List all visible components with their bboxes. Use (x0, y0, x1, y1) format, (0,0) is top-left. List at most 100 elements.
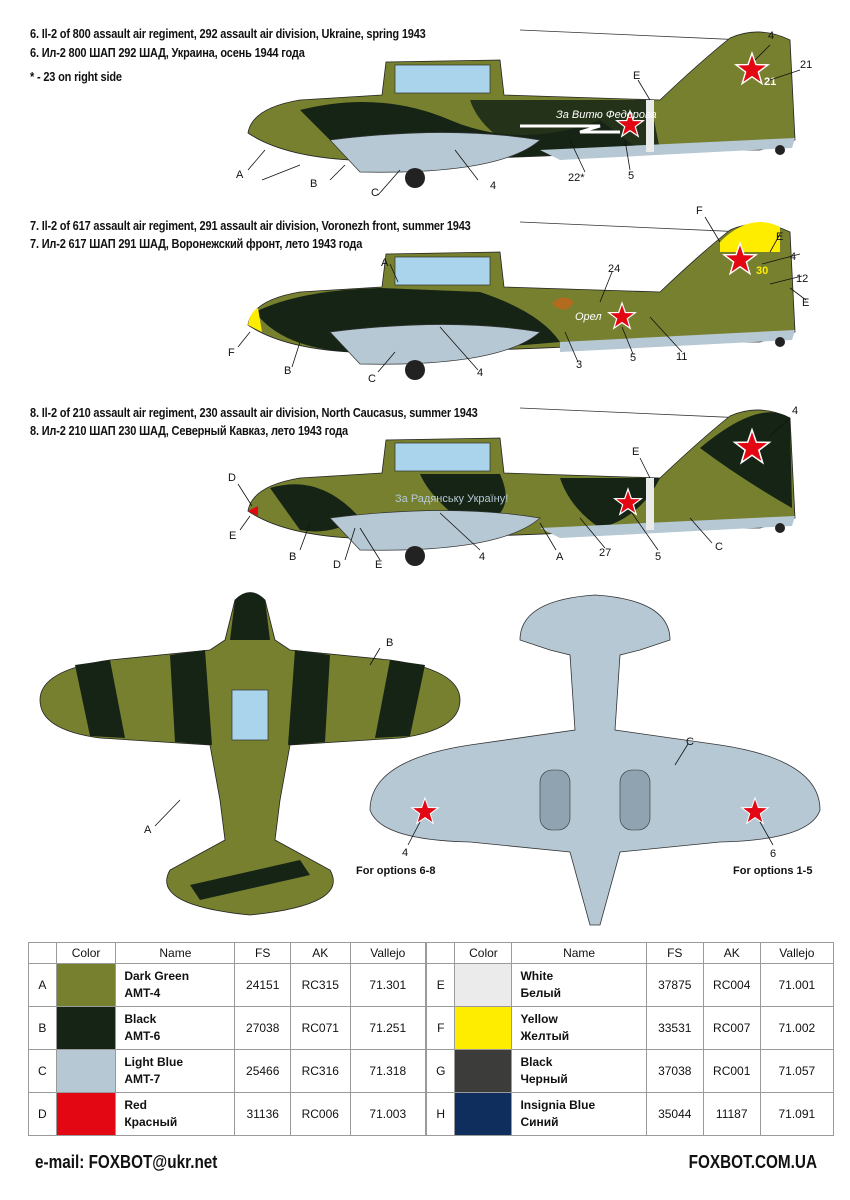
plan-view-bottom: C 4 6 For options 6-8 For options 1-5 (356, 594, 821, 926)
callout: 4 (790, 251, 796, 263)
color-name-en: Black (520, 1055, 553, 1069)
th-ak: AK (290, 942, 351, 964)
color-name-alt: Белый (520, 986, 561, 1000)
ak-code: RC001 (702, 1049, 761, 1093)
callout: 5 (655, 551, 661, 563)
callout: 5 (628, 170, 634, 182)
callout: C (368, 373, 376, 385)
profile-6-title-ru: 6. Ил-2 800 ШАП 292 ШАД, Украина, осень … (30, 46, 305, 60)
color-name-en: Yellow (520, 1012, 558, 1026)
callout: 22* (568, 172, 585, 184)
callout: E (229, 530, 236, 542)
th-color: Color (454, 942, 513, 964)
color-swatch (454, 963, 513, 1007)
th-color: Color (55, 942, 117, 964)
color-swatch (55, 1092, 117, 1136)
callout: 24 (608, 263, 620, 275)
color-id: C (28, 1049, 57, 1093)
color-swatch (55, 1006, 117, 1050)
note-options-1-5: For options 1-5 (733, 865, 812, 877)
slogan-6: За Витю Федорова (556, 109, 657, 121)
color-name-alt: Черный (520, 1072, 568, 1086)
vallejo-code: 71.301 (349, 963, 427, 1007)
note-options-6-8: For options 6-8 (356, 865, 435, 877)
profile-7-side-view: 30 Орел A 24 F B C 4 3 5 11 F E 4 12 E (228, 205, 809, 385)
color-swatch (454, 1049, 513, 1093)
ak-code: RC006 (290, 1092, 351, 1136)
profile-6-note: * - 23 on right side (30, 70, 122, 84)
callout: 4 (479, 551, 485, 563)
fs-code: 27038 (234, 1006, 291, 1050)
callout: C (715, 541, 723, 553)
ak-code: RC007 (702, 1006, 761, 1050)
callout: 4 (768, 30, 774, 42)
th-ak: AK (702, 942, 761, 964)
callout: 4 (402, 847, 408, 859)
th-name: Name (511, 942, 647, 964)
fs-code: 37038 (645, 1049, 704, 1093)
ak-code: 11187 (702, 1092, 761, 1136)
callout: B (289, 551, 296, 563)
callout: 12 (796, 273, 808, 285)
fs-code: 33531 (645, 1006, 704, 1050)
th-vallejo: Vallejo (349, 942, 427, 964)
vallejo-code: 71.091 (759, 1092, 835, 1136)
color-id: D (28, 1092, 57, 1136)
callout: D (228, 472, 236, 484)
vallejo-code: 71.318 (349, 1049, 427, 1093)
callout: E (776, 231, 783, 243)
callout: F (228, 347, 235, 359)
profile-8-title-en: 8. Il-2 of 210 assault air regiment, 230… (30, 406, 478, 420)
color-id: F (425, 1006, 456, 1050)
callout: 27 (599, 547, 611, 559)
th-fs: FS (645, 942, 704, 964)
callout: B (386, 637, 393, 649)
fs-code: 25466 (234, 1049, 291, 1093)
callout: E (633, 70, 640, 82)
profile-6-title-en: 6. Il-2 of 800 assault air regiment, 292… (30, 27, 426, 41)
color-name-alt: Красный (124, 1115, 178, 1129)
ak-code: RC316 (290, 1049, 351, 1093)
tail-number-7: 30 (756, 265, 768, 277)
slogan-7: Орел (575, 311, 602, 323)
callout: 3 (576, 359, 582, 371)
slogan-8: За Радянську Україну! (395, 493, 508, 505)
footer-website: FOXBOT.COM.UA (688, 1152, 817, 1172)
artwork: За Витю Федорова 21 A B C 4 22* 5 E 4 21… (39, 29, 821, 926)
fs-code: 31136 (234, 1092, 291, 1136)
callout: A (381, 257, 389, 269)
vallejo-code: 71.002 (759, 1006, 835, 1050)
color-id: G (425, 1049, 456, 1093)
color-id: H (425, 1092, 456, 1136)
th-fs: FS (234, 942, 291, 964)
callout: B (284, 365, 291, 377)
callout: F (696, 205, 703, 217)
vallejo-code: 71.001 (759, 963, 835, 1007)
callout: A (236, 169, 244, 181)
color-name-en: Red (124, 1098, 147, 1112)
color-name-alt: Желтый (520, 1029, 570, 1043)
callout: A (556, 551, 564, 563)
callout: E (802, 297, 809, 309)
fs-code: 24151 (234, 963, 291, 1007)
footer-email: e-mail: FOXBOT@ukr.net (35, 1152, 218, 1172)
profile-6-side-view: За Витю Федорова 21 A B C 4 22* 5 E 4 21 (236, 29, 812, 199)
th-vallejo: Vallejo (759, 942, 835, 964)
callout: 4 (477, 367, 483, 379)
color-id: B (28, 1006, 57, 1050)
color-name-alt: AMT-4 (124, 986, 161, 1000)
